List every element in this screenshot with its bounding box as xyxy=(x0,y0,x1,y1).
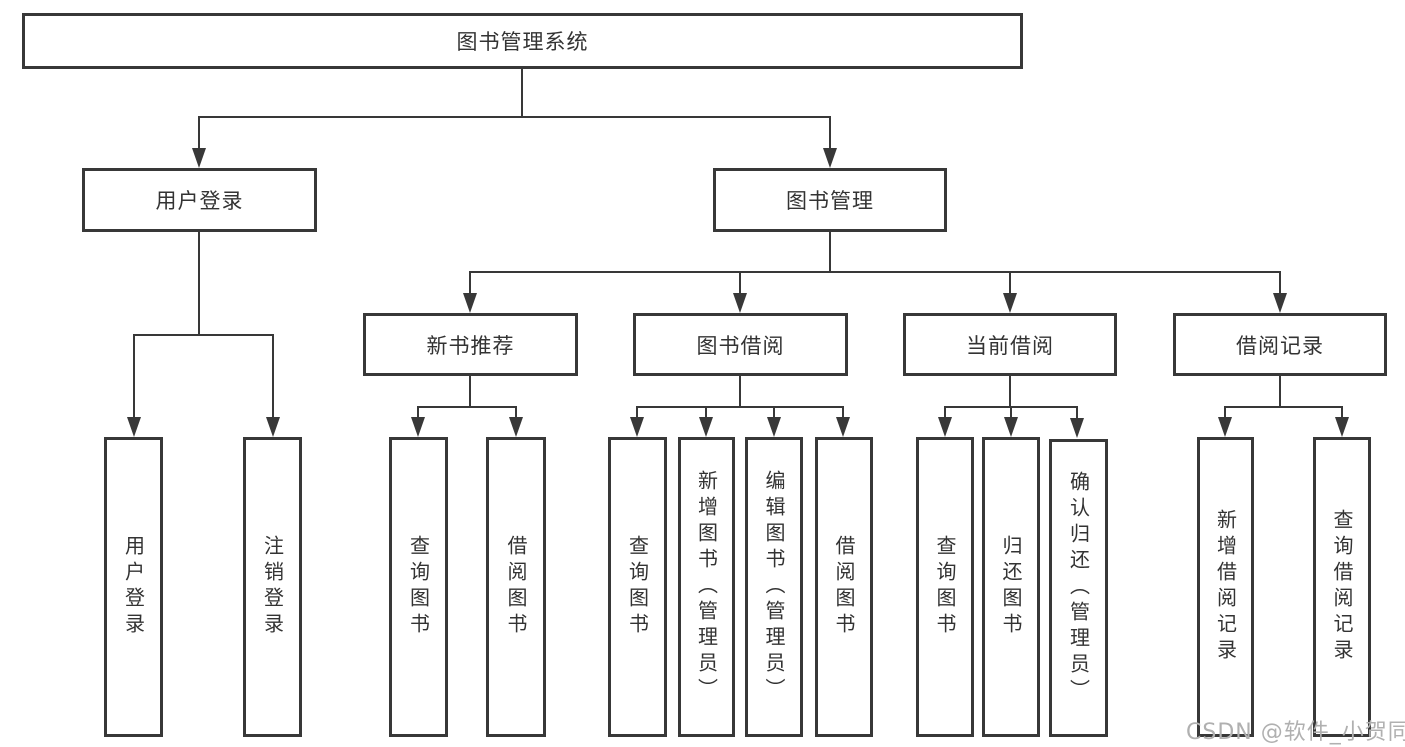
leaf-borrow-books-borrow-label: 借阅图书 xyxy=(832,535,856,639)
leaf-return-books-label: 归还图书 xyxy=(999,535,1023,639)
connector-line xyxy=(469,376,471,408)
connector-line xyxy=(515,406,517,418)
arrow-down-icon xyxy=(1273,293,1287,313)
connector-line xyxy=(944,406,946,418)
node-user-login-label: 用户登录 xyxy=(155,189,244,213)
node-borrow-records: 借阅记录 xyxy=(1173,313,1387,376)
connector-line xyxy=(133,334,135,418)
leaf-add-borrow-record: 新增借阅记录 xyxy=(1197,437,1254,737)
connector-line xyxy=(1009,271,1011,295)
leaf-query-borrow-record: 查询借阅记录 xyxy=(1313,437,1371,737)
arrow-down-icon xyxy=(411,417,425,437)
connector-line xyxy=(636,406,638,418)
node-user-login: 用户登录 xyxy=(82,168,317,232)
arrow-down-icon xyxy=(699,417,713,437)
connector-line xyxy=(1224,406,1343,408)
leaf-query-borrow-record-label: 查询借阅记录 xyxy=(1330,509,1354,665)
arrow-down-icon xyxy=(1070,418,1084,438)
watermark: CSDN @软件_小贺同学 xyxy=(1186,720,1405,745)
connector-line xyxy=(1341,406,1343,418)
arrow-down-icon xyxy=(1003,293,1017,313)
connector-line xyxy=(417,406,419,418)
connector-line xyxy=(705,406,707,418)
connector-line xyxy=(636,406,844,408)
node-new-book-recommend: 新书推荐 xyxy=(363,313,578,376)
leaf-edit-book-admin: 编辑图书（管理员） xyxy=(745,437,803,737)
arrow-down-icon xyxy=(463,293,477,313)
leaf-user-login: 用户登录 xyxy=(104,437,163,737)
leaf-query-books-recommend-label: 查询图书 xyxy=(406,535,431,639)
connector-line xyxy=(521,69,523,118)
arrow-down-icon xyxy=(266,417,280,437)
leaf-logout-label: 注销登录 xyxy=(260,535,285,639)
leaf-query-books-current-label: 查询图书 xyxy=(933,535,957,639)
leaf-borrow-books-borrow: 借阅图书 xyxy=(815,437,873,737)
leaf-query-books-borrow-label: 查询图书 xyxy=(625,535,650,639)
connector-line xyxy=(829,116,831,150)
connector-line xyxy=(1076,406,1078,419)
leaf-logout: 注销登录 xyxy=(243,437,302,737)
arrow-down-icon xyxy=(836,417,850,437)
leaf-borrow-books-recommend-label: 借阅图书 xyxy=(504,535,528,639)
connector-line xyxy=(1279,376,1281,408)
arrow-down-icon xyxy=(192,148,206,168)
leaf-confirm-return-admin-label: 确认归还（管理员） xyxy=(1066,471,1091,705)
arrow-down-icon xyxy=(823,148,837,168)
node-borrow-records-label: 借阅记录 xyxy=(1236,333,1324,358)
connector-line xyxy=(829,232,831,273)
leaf-return-books: 归还图书 xyxy=(982,437,1040,737)
arrow-down-icon xyxy=(127,417,141,437)
node-root: 图书管理系统 xyxy=(22,13,1023,69)
node-root-label: 图书管理系统 xyxy=(456,30,589,54)
connector-line xyxy=(469,271,1281,273)
arrow-down-icon xyxy=(1004,417,1018,437)
connector-line xyxy=(133,334,274,336)
connector-line xyxy=(469,271,471,295)
connector-line xyxy=(417,406,517,408)
connector-line xyxy=(1279,271,1281,295)
connector-line xyxy=(198,116,200,150)
node-book-borrow-label: 图书借阅 xyxy=(696,333,785,358)
leaf-query-books-recommend: 查询图书 xyxy=(389,437,448,737)
leaf-query-books-borrow: 查询图书 xyxy=(608,437,667,737)
leaf-add-book-admin-label: 新增图书（管理员） xyxy=(694,470,719,704)
leaf-add-book-admin: 新增图书（管理员） xyxy=(678,437,735,737)
connector-line xyxy=(739,376,741,408)
leaf-confirm-return-admin: 确认归还（管理员） xyxy=(1049,439,1108,737)
connector-line xyxy=(1224,406,1226,418)
leaf-query-books-current: 查询图书 xyxy=(916,437,974,737)
connector-line xyxy=(773,406,775,418)
connector-line xyxy=(1009,376,1011,408)
node-book-borrow: 图书借阅 xyxy=(633,313,848,376)
connector-line xyxy=(198,116,831,118)
leaf-borrow-books-recommend: 借阅图书 xyxy=(486,437,546,737)
connector-line xyxy=(198,232,200,336)
arrow-down-icon xyxy=(509,417,523,437)
arrow-down-icon xyxy=(1335,417,1349,437)
leaf-add-borrow-record-label: 新增借阅记录 xyxy=(1213,509,1238,665)
leaf-user-login-label: 用户登录 xyxy=(121,535,146,639)
connector-line xyxy=(842,406,844,418)
leaf-edit-book-admin-label: 编辑图书（管理员） xyxy=(762,470,786,704)
node-new-book-recommend-label: 新书推荐 xyxy=(426,333,515,358)
arrow-down-icon xyxy=(767,417,781,437)
arrow-down-icon xyxy=(630,417,644,437)
arrow-down-icon xyxy=(938,417,952,437)
connector-line xyxy=(272,334,274,418)
connector-line xyxy=(1010,406,1012,418)
node-current-borrow: 当前借阅 xyxy=(903,313,1117,376)
node-book-management: 图书管理 xyxy=(713,168,947,232)
arrow-down-icon xyxy=(1218,417,1232,437)
arrow-down-icon xyxy=(733,293,747,313)
connector-line xyxy=(739,271,741,295)
node-current-borrow-label: 当前借阅 xyxy=(966,333,1054,358)
node-book-management-label: 图书管理 xyxy=(786,189,874,213)
